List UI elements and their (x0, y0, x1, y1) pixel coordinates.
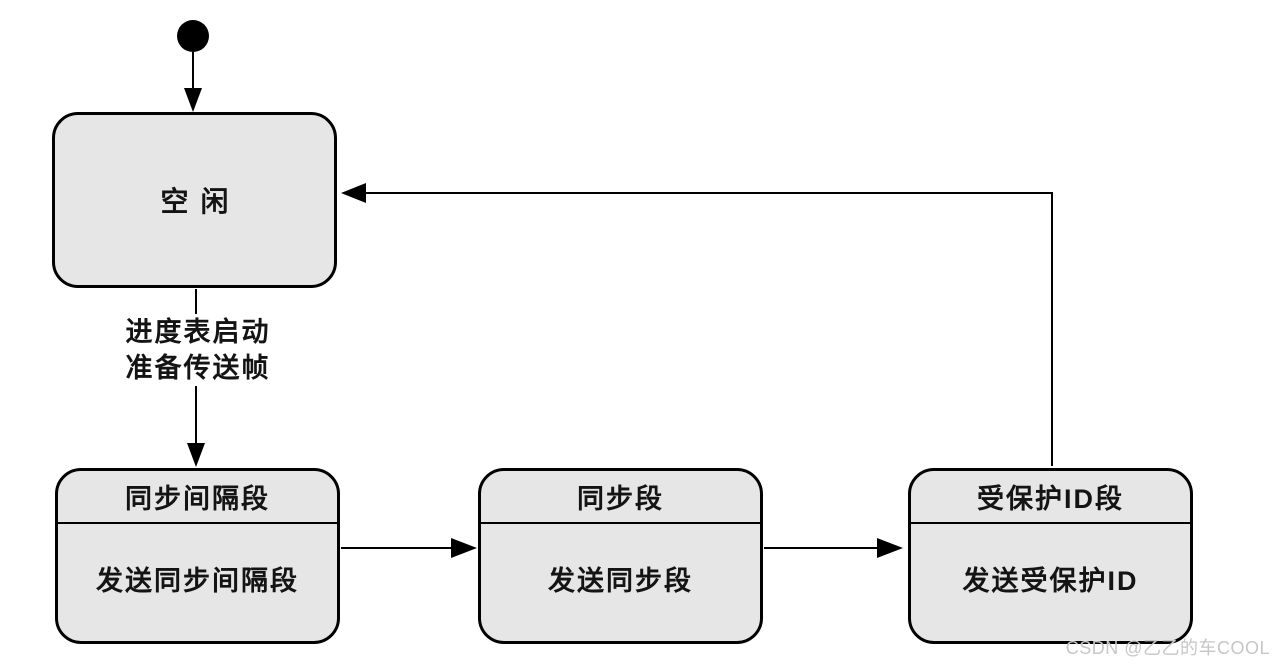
arrow-initial-to-idle (184, 52, 202, 112)
state-sync-field-action: 发送同步段 (548, 566, 693, 596)
transition-label-line2: 准备传送帧 (125, 353, 271, 383)
arrow-sync-field-to-protected-id (764, 538, 903, 558)
state-idle: 空闲 (52, 112, 337, 288)
state-protected-id: 受保护ID段 发送受保护ID (908, 468, 1193, 644)
transition-label-line1: 进度表启动 (125, 317, 271, 347)
transition-label-idle-to-sync-break: 进度表启动 准备传送帧 (106, 314, 290, 386)
state-protected-id-title: 受保护ID段 (911, 471, 1190, 524)
state-sync-field-title: 同步段 (481, 471, 760, 524)
initial-state-dot (177, 20, 209, 52)
arrow-protected-id-to-idle (341, 183, 1053, 466)
state-sync-field: 同步段 发送同步段 (478, 468, 763, 644)
state-sync-break: 同步间隔段 发送同步间隔段 (55, 468, 340, 644)
arrow-sync-break-to-sync-field (341, 538, 477, 558)
state-protected-id-action: 发送受保护ID (962, 566, 1139, 596)
state-sync-break-action: 发送同步间隔段 (96, 566, 299, 596)
watermark: CSDN @乙乙的车COOL (1065, 638, 1270, 658)
state-idle-label: 空闲 (160, 186, 241, 217)
state-sync-break-title: 同步间隔段 (58, 471, 337, 524)
